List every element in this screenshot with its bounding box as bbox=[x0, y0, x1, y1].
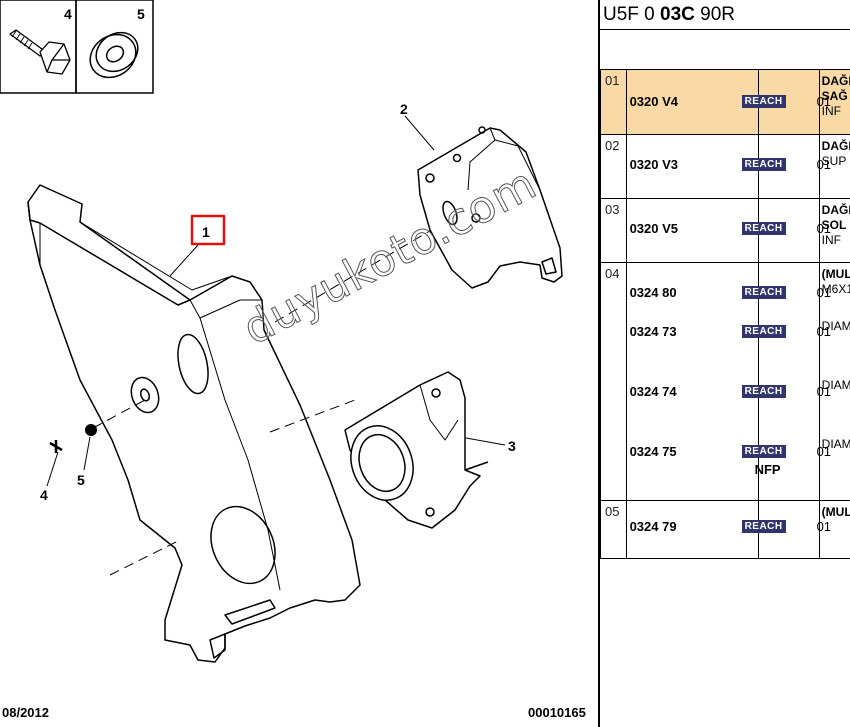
inset-box-4: 4 bbox=[0, 0, 77, 94]
callout-1[interactable]: 1 bbox=[202, 224, 210, 240]
inset-label-5: 5 bbox=[137, 6, 145, 22]
reach-badge: REACH bbox=[741, 385, 786, 398]
washer-icon bbox=[89, 31, 139, 79]
quantity: 01 bbox=[816, 519, 832, 534]
footer-reference: 00010165 bbox=[528, 705, 586, 720]
footer-date: 08/2012 bbox=[2, 705, 49, 720]
lower-bracket-part bbox=[344, 371, 489, 529]
part-number[interactable]: 0320 V4 bbox=[629, 94, 678, 109]
reach-badge: REACH bbox=[741, 325, 786, 338]
nfp-note: NFP bbox=[754, 462, 781, 477]
leader-lines bbox=[169, 115, 506, 446]
row-index: 01 bbox=[600, 69, 627, 135]
inset-box-5: 5 bbox=[75, 0, 154, 94]
part-number[interactable]: 0324 80 bbox=[629, 285, 677, 300]
callout-4[interactable]: 4 bbox=[40, 487, 48, 503]
exploded-parts-diagram: 4 5 bbox=[0, 0, 563, 663]
description-line: M6X1 bbox=[821, 282, 850, 296]
parts-table: 01 0320 V4 REACH 01 DAĞIT SAĞ INF 02 032… bbox=[600, 69, 850, 559]
upper-bracket-part bbox=[417, 126, 563, 289]
description-line: DIAM bbox=[821, 378, 850, 392]
diagram-code: U5F 0 03C 90R bbox=[603, 4, 736, 25]
reach-badge: REACH bbox=[741, 286, 786, 299]
callout-5[interactable]: 5 bbox=[77, 472, 85, 488]
part-number[interactable]: 0320 V5 bbox=[629, 221, 678, 236]
part-number[interactable]: 0320 V3 bbox=[629, 157, 678, 172]
callout-3[interactable]: 3 bbox=[508, 438, 516, 454]
description-line: DIAM bbox=[821, 437, 850, 451]
description-line: (MUL) bbox=[821, 505, 850, 519]
quantity: 01 bbox=[816, 324, 832, 339]
assembly-axis-lines bbox=[92, 221, 446, 576]
quantity: 01 bbox=[816, 444, 832, 459]
bolt-icon bbox=[9, 29, 71, 75]
reach-badge: REACH bbox=[741, 520, 786, 533]
quantity: 01 bbox=[816, 384, 832, 399]
description-line: INF bbox=[821, 233, 841, 247]
timing-cover-part bbox=[27, 184, 361, 663]
part-number[interactable]: 0324 75 bbox=[629, 444, 677, 459]
reach-badge: REACH bbox=[741, 222, 786, 235]
part-number[interactable]: 0324 79 bbox=[629, 519, 677, 534]
table-row[interactable]: 05 0324 79 REACH 01 (MUL) bbox=[600, 500, 850, 559]
description-line: SOL bbox=[821, 218, 847, 232]
quantity: 01 bbox=[816, 157, 832, 172]
row-index: 02 bbox=[600, 134, 627, 199]
description-line: DAĞIT bbox=[821, 139, 850, 153]
callout-2[interactable]: 2 bbox=[400, 101, 408, 117]
part-number[interactable]: 0324 73 bbox=[629, 324, 677, 339]
quantity: 01 bbox=[816, 94, 832, 109]
table-row[interactable]: 04 0324 80 REACH 01 0324 73 REACH 01 032… bbox=[600, 262, 850, 501]
inset-label-4: 4 bbox=[64, 6, 72, 22]
panel-divider bbox=[598, 0, 600, 727]
description-line: (MUL) bbox=[821, 267, 850, 281]
table-row[interactable]: 01 0320 V4 REACH 01 DAĞIT SAĞ INF bbox=[600, 69, 850, 135]
quantity: 01 bbox=[816, 285, 832, 300]
row-index: 03 bbox=[600, 198, 627, 263]
quantity: 01 bbox=[816, 221, 832, 236]
screw-symbol bbox=[46, 440, 63, 487]
description-line: INF bbox=[821, 104, 841, 118]
description-line: SUP bbox=[821, 154, 847, 168]
description-line: SAĞ bbox=[821, 89, 848, 103]
header-rule bbox=[600, 29, 850, 30]
reach-badge: REACH bbox=[741, 158, 786, 171]
reach-badge: REACH bbox=[741, 445, 786, 458]
washer-symbol bbox=[83, 424, 97, 471]
description-line: DIAM bbox=[821, 319, 850, 333]
table-row[interactable]: 02 0320 V3 REACH 01 DAĞIT SUP bbox=[600, 134, 850, 199]
description-line: DAĞIT bbox=[821, 203, 850, 217]
selected-part-highlight bbox=[190, 214, 226, 246]
row-index: 05 bbox=[600, 500, 627, 559]
table-row[interactable]: 03 0320 V5 REACH 01 DAĞIT SOL INF bbox=[600, 198, 850, 263]
description-line: DAĞIT bbox=[821, 74, 850, 88]
part-number[interactable]: 0324 74 bbox=[629, 384, 677, 399]
reach-badge: REACH bbox=[741, 95, 786, 108]
row-index: 04 bbox=[600, 262, 627, 501]
